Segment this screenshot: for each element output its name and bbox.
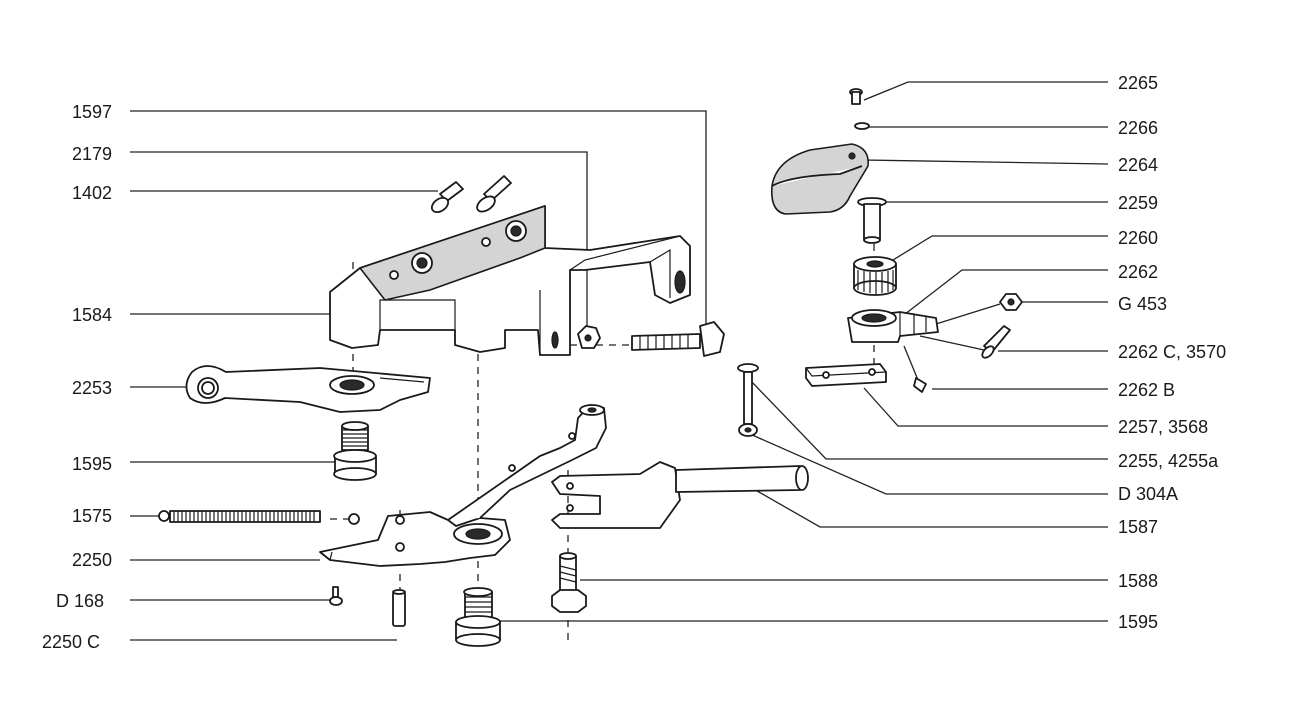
- part-2253-lever: [185, 365, 431, 413]
- leader-2257: [863, 387, 1108, 427]
- label-2179: 2179: [72, 144, 112, 164]
- label-d304a: D 304A: [1118, 484, 1178, 504]
- leader-d304a: [749, 433, 1108, 495]
- label-d168: D 168: [56, 591, 104, 611]
- part-2264-cover: [770, 143, 869, 215]
- part-2179-nut: [577, 325, 601, 349]
- part-2250c-pin: [392, 589, 406, 627]
- part-1575-spring: [158, 510, 360, 525]
- leader-2265: [863, 81, 1108, 101]
- leader-2260: [879, 235, 1108, 269]
- part-2259-stud: [857, 197, 887, 244]
- part-2250-lever: [319, 404, 607, 567]
- label-1575: 1575: [72, 506, 112, 526]
- label-1595-upper: 1595: [72, 454, 112, 474]
- label-1597: 1597: [72, 102, 112, 122]
- part-2266-washer: [854, 122, 870, 130]
- part-1587-fork-shaft: [551, 461, 809, 529]
- label-2257-3568: 2257, 3568: [1118, 417, 1208, 437]
- part-2257-plate: [805, 363, 887, 387]
- label-2262c-3570: 2262 C, 3570: [1118, 342, 1226, 362]
- part-1595-lower-bushing: [455, 587, 501, 647]
- part-1584-housing: [329, 205, 691, 356]
- part-2262c-screw: [919, 325, 1011, 359]
- part-2260-knurled-nut: [853, 256, 897, 296]
- part-d168-screw: [329, 586, 343, 606]
- label-2262b: 2262 B: [1118, 380, 1175, 400]
- part-1597-bolt: [631, 321, 725, 357]
- label-1402: 1402: [72, 183, 112, 203]
- part-1595-upper-bushing: [333, 421, 377, 481]
- label-1588: 1588: [1118, 571, 1158, 591]
- label-2250c: 2250 C: [42, 632, 100, 652]
- part-g453-nut: [935, 293, 1023, 325]
- leader-1597: [130, 110, 707, 332]
- leader-1587: [737, 479, 1108, 528]
- leader-2179: [130, 151, 588, 330]
- label-2250: 2250: [72, 550, 112, 570]
- leader-2262: [899, 269, 1108, 319]
- leader-lines: [130, 81, 1109, 641]
- part-2262b-pin: [903, 345, 927, 393]
- part-1588-bolt: [551, 552, 587, 613]
- part-2262-clamp: [847, 309, 939, 343]
- label-2259: 2259: [1118, 193, 1158, 213]
- label-1595-lower: 1595: [1118, 612, 1158, 632]
- label-g453: G 453: [1118, 294, 1167, 314]
- part-2265-screw: [849, 88, 863, 105]
- part-1402-screws: [430, 175, 512, 214]
- leader-2255: [749, 379, 1108, 460]
- label-2265: 2265: [1118, 73, 1158, 93]
- label-2255-4255a: 2255, 4255a: [1118, 451, 1219, 471]
- label-2266: 2266: [1118, 118, 1158, 138]
- label-2264: 2264: [1118, 155, 1158, 175]
- leader-2264: [861, 159, 1109, 165]
- part-2255-pin: [737, 363, 759, 437]
- label-2260: 2260: [1118, 228, 1158, 248]
- label-1587: 1587: [1118, 517, 1158, 537]
- label-2262: 2262: [1118, 262, 1158, 282]
- label-1584: 1584: [72, 305, 112, 325]
- label-2253: 2253: [72, 378, 112, 398]
